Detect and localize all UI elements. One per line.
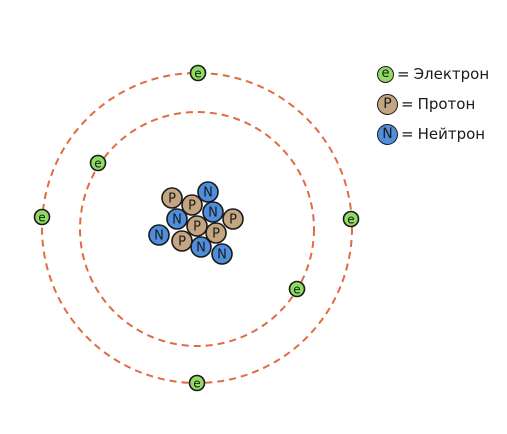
svg-text:P: P: [188, 199, 196, 214]
svg-text:e: e: [193, 376, 200, 390]
legend-item-electron: e = Электрон: [377, 63, 505, 85]
svg-text:N: N: [154, 229, 164, 244]
svg-text:e: e: [94, 156, 101, 170]
proton: P: [205, 222, 227, 244]
proton: P: [186, 215, 208, 237]
neutron: N: [211, 243, 233, 265]
svg-text:P: P: [212, 227, 220, 242]
svg-text:P: P: [168, 192, 176, 207]
legend-item-neutron: N = Нейтрон: [377, 123, 505, 145]
electron-icon: e: [377, 65, 394, 83]
legend-equals: =: [401, 95, 414, 113]
svg-text:N: N: [217, 248, 227, 263]
proton: P: [222, 208, 244, 230]
svg-text:e: e: [194, 66, 201, 80]
svg-text:P: P: [229, 213, 237, 228]
legend-label-proton: Протон: [417, 95, 476, 113]
electron: e: [33, 208, 51, 226]
svg-text:N: N: [196, 241, 206, 256]
proton: P: [171, 230, 193, 252]
legend-label-neutron: Нейтрон: [417, 125, 486, 143]
electron: e: [188, 374, 206, 392]
electron: e: [89, 154, 107, 172]
electron-layer: e e e e e e: [33, 64, 360, 392]
svg-text:P: P: [193, 220, 201, 235]
svg-text:e: e: [347, 212, 354, 226]
proton-icon: P: [377, 93, 398, 115]
svg-text:e: e: [38, 210, 45, 224]
legend-item-proton: P = Протон: [377, 93, 505, 115]
legend-equals: =: [401, 125, 414, 143]
proton: P: [161, 187, 183, 209]
svg-text:N: N: [203, 186, 213, 201]
neutron: N: [197, 181, 219, 203]
neutron-icon: N: [377, 123, 398, 145]
proton: P: [181, 194, 203, 216]
svg-text:N: N: [208, 206, 218, 221]
legend: e = Электрон P = Протон N = Нейтрон: [377, 63, 505, 153]
electron: e: [288, 280, 306, 298]
svg-text:P: P: [178, 235, 186, 250]
orbit-shell-1: [79, 111, 315, 347]
legend-label-electron: Электрон: [413, 65, 490, 83]
svg-text:N: N: [172, 213, 182, 228]
electron: e: [189, 64, 207, 82]
legend-equals: =: [397, 65, 410, 83]
electron: e: [342, 210, 360, 228]
neutron: N: [202, 201, 224, 223]
svg-text:e: e: [293, 282, 300, 296]
neutron: N: [148, 224, 170, 246]
neutron: N: [166, 208, 188, 230]
neutron: N: [190, 236, 212, 258]
